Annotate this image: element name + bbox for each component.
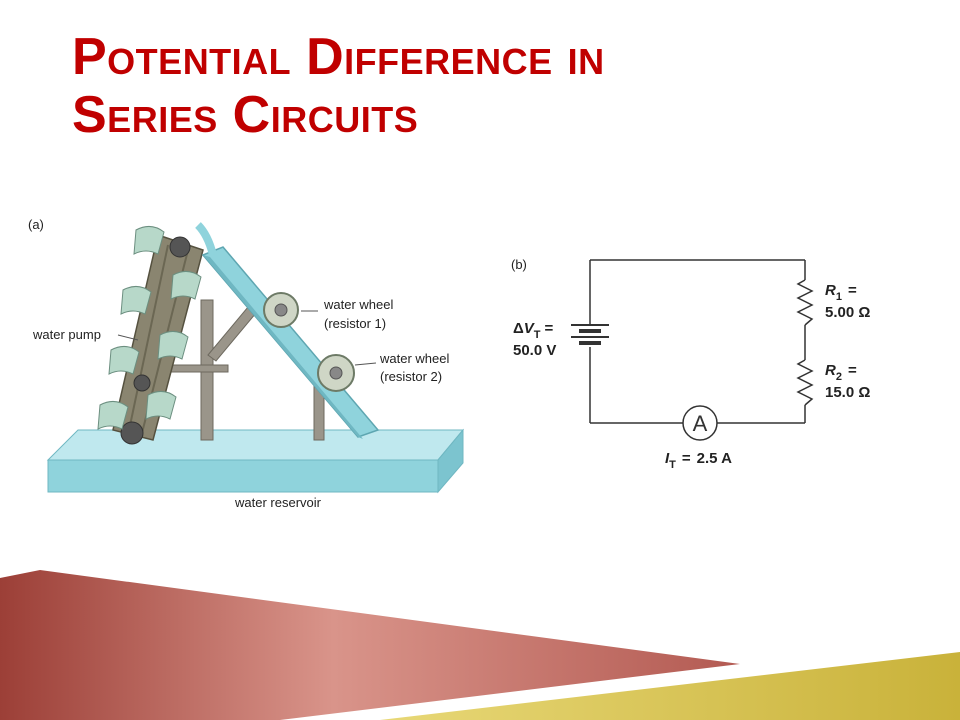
r2-equals: = <box>848 362 857 379</box>
r2-label: R2 = <box>825 362 857 383</box>
leader-lines <box>117 310 377 366</box>
battery-icon <box>571 324 609 345</box>
label-resistor-2: (resistor 2) <box>380 369 442 384</box>
label-water-pump: water pump <box>32 327 101 342</box>
battery-label: ΔVT = <box>513 320 554 341</box>
label-water-wheel-2: water wheel <box>379 351 449 366</box>
water-pump-conveyor <box>97 226 204 445</box>
slide-title: Potential Difference in Series Circuits <box>72 28 872 144</box>
circuit-wires <box>589 259 806 424</box>
current-value: 2.5 A <box>697 450 732 467</box>
water-reservoir <box>46 428 465 494</box>
r1-value: 5.00 Ω <box>825 304 870 321</box>
title-line-1: Potential Difference in <box>72 28 605 86</box>
label-water-reservoir: water reservoir <box>234 495 322 510</box>
gold-band <box>380 652 960 720</box>
decorative-bands <box>0 570 960 720</box>
r2-symbol: R <box>825 362 836 379</box>
water-chute <box>195 222 380 439</box>
resistor-2-icon <box>796 359 814 406</box>
voltage-symbol: V <box>524 320 536 337</box>
ammeter-symbol: A <box>693 411 708 436</box>
red-band <box>0 570 740 720</box>
water-wheel-1 <box>263 292 299 328</box>
r2-subscript: 2 <box>836 371 842 383</box>
series-circuit-figure: (b) A ΔVT= 50.0 V R1= 5.00 Ω R2= 15.0 Ω <box>511 257 870 471</box>
r2-value: 15.0 Ω <box>825 384 870 401</box>
label-resistor-1: (resistor 1) <box>324 316 386 331</box>
battery-value: 50.0 V <box>513 342 556 359</box>
resistor-1-icon <box>796 279 814 326</box>
r1-symbol: R <box>825 282 836 299</box>
delta-symbol: Δ <box>513 320 524 337</box>
panel-label-b: (b) <box>511 257 527 272</box>
current-equals: = <box>682 450 691 467</box>
current-symbol: I <box>665 450 670 467</box>
current-subscript: T <box>669 459 676 471</box>
current-label: IT = 2.5 A <box>665 450 732 471</box>
title-line-2: Series Circuits <box>72 86 419 144</box>
voltage-subscript: T <box>534 329 541 341</box>
r1-equals: = <box>848 282 857 299</box>
r1-label: R1 = <box>825 282 857 303</box>
ammeter-icon: A <box>682 405 718 441</box>
r1-subscript: 1 <box>836 291 842 303</box>
water-analogy-figure: (a) <box>28 217 465 510</box>
voltage-equals: = <box>545 320 554 337</box>
water-wheel-2 <box>317 354 355 392</box>
label-water-wheel-1: water wheel <box>323 297 393 312</box>
panel-label-a: (a) <box>28 217 44 232</box>
